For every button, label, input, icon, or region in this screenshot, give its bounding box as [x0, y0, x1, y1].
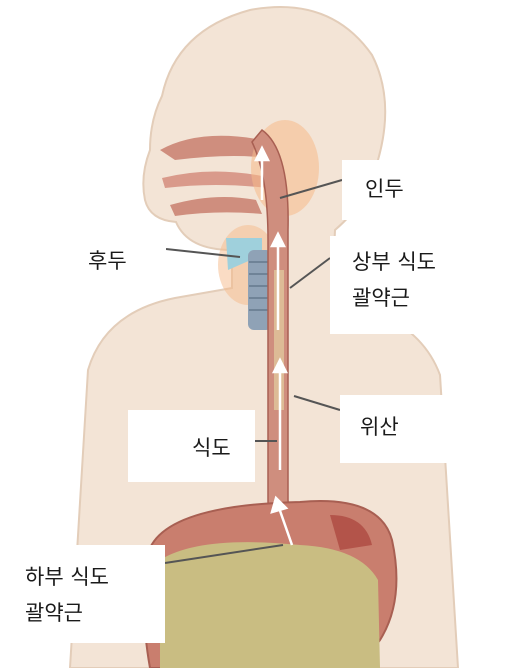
upper-sphincter-line1: 상부 식도	[352, 244, 475, 280]
lower-sphincter-line2: 괄약근	[25, 595, 165, 631]
lower-sphincter-line1: 하부 식도	[25, 559, 165, 595]
esophagus-label: 식도	[128, 410, 255, 482]
stomach-acid-label-text: 위산	[360, 415, 399, 439]
upper-esophageal-sphincter-label: 상부 식도 괄약근	[330, 236, 475, 334]
pharynx-label: 인두	[342, 160, 422, 220]
larynx-label-text: 후두	[88, 249, 127, 273]
upper-sphincter-line2: 괄약근	[352, 280, 475, 316]
stomach-acid-label: 위산	[340, 395, 452, 463]
esophagus-label-text: 식도	[192, 436, 231, 460]
larynx-label: 후두	[66, 225, 166, 297]
lower-esophageal-sphincter-label: 하부 식도 괄약근	[0, 545, 165, 643]
pharynx-label-text: 인두	[365, 177, 404, 201]
stomach	[144, 501, 396, 668]
